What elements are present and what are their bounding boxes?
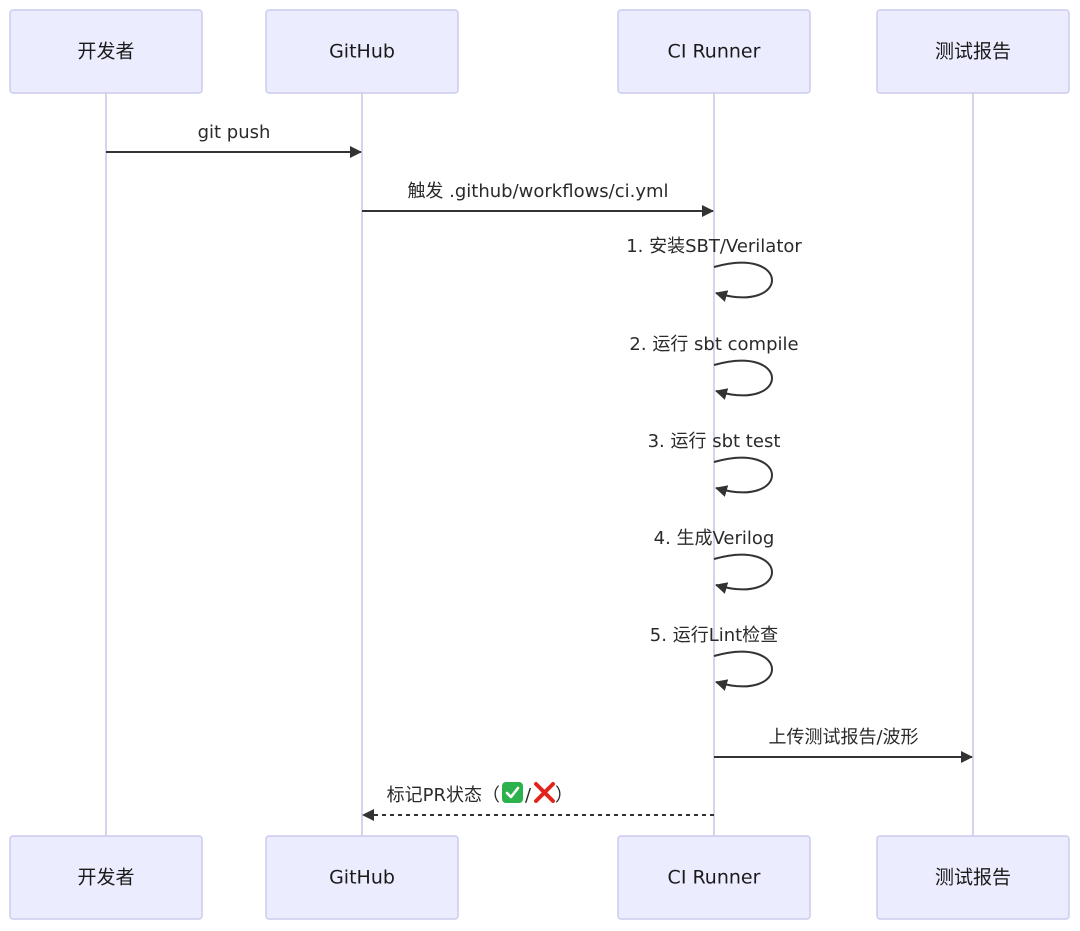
- actor-runner-bottom: CI Runner: [617, 835, 811, 920]
- actor-label: 开发者: [77, 41, 134, 63]
- actors-bottom: 开发者 GitHub CI Runner 测试报告: [9, 835, 1070, 920]
- self-loop-arrow: [713, 456, 773, 497]
- lifelines: [105, 93, 974, 836]
- message-9: 标记PR状态（ / ）: [362, 782, 714, 821]
- messages: git push 触发 .github/workflows/ci.yml 1. 安装…: [106, 122, 973, 821]
- actor-dev-bottom: 开发者: [9, 835, 203, 920]
- message-2: 触发 .github/workflows/ci.yml: [362, 181, 714, 217]
- message-8: 上传测试报告/波形: [714, 727, 973, 763]
- actor-box: [876, 835, 1070, 920]
- message-label: 2. 运行 sbt compile: [629, 334, 798, 355]
- message-label: 5. 运行Lint检查: [650, 625, 778, 646]
- message-7: 5. 运行Lint检查: [650, 625, 778, 691]
- message-label: git push: [198, 122, 271, 143]
- actor-label: 测试报告: [935, 867, 1011, 889]
- actor-github-bottom: GitHub: [265, 835, 459, 920]
- actor-dev-top: 开发者: [9, 9, 203, 94]
- actor-box: [9, 9, 203, 94]
- actor-box: [876, 9, 1070, 94]
- message-label: 标记PR状态（: [387, 785, 500, 806]
- message-label: 1. 安装SBT/Verilator: [626, 236, 802, 257]
- message-label: 4. 生成Verilog: [654, 528, 775, 549]
- message-3: 1. 安装SBT/Verilator: [626, 236, 802, 302]
- message-label: 3. 运行 sbt test: [648, 431, 781, 452]
- actor-box: [265, 9, 459, 94]
- self-loop-arrow: [713, 553, 773, 594]
- message-1: git push: [106, 122, 362, 158]
- actor-box: [265, 835, 459, 920]
- actors-top: 开发者 GitHub CI Runner 测试报告: [9, 9, 1070, 94]
- actor-box: [617, 835, 811, 920]
- actor-report-top: 测试报告: [876, 9, 1070, 94]
- actor-label: CI Runner: [668, 41, 761, 63]
- actor-label: GitHub: [329, 41, 395, 63]
- emoji-separator: /: [525, 785, 532, 806]
- message-label-suffix: ）: [555, 785, 573, 806]
- actor-label: 测试报告: [935, 41, 1011, 63]
- actor-runner-top: CI Runner: [617, 9, 811, 94]
- message-4: 2. 运行 sbt compile: [629, 334, 799, 400]
- actor-github-top: GitHub: [265, 9, 459, 94]
- cross-mark-icon: [534, 782, 555, 803]
- message-5: 3. 运行 sbt test: [648, 431, 781, 497]
- message-label: 上传测试报告/波形: [768, 727, 918, 748]
- self-loop-arrow: [713, 261, 773, 302]
- self-loop-arrow: [713, 359, 773, 400]
- actor-box: [617, 9, 811, 94]
- self-loop-arrow: [713, 650, 773, 691]
- actor-box: [9, 835, 203, 920]
- message-6: 4. 生成Verilog: [654, 528, 775, 594]
- actor-label: 开发者: [77, 867, 134, 889]
- check-mark-button-icon: [502, 782, 523, 803]
- message-label: 触发 .github/workflows/ci.yml: [407, 181, 668, 202]
- actor-label: GitHub: [329, 867, 395, 889]
- actor-label: CI Runner: [668, 867, 761, 889]
- actor-report-bottom: 测试报告: [876, 835, 1070, 920]
